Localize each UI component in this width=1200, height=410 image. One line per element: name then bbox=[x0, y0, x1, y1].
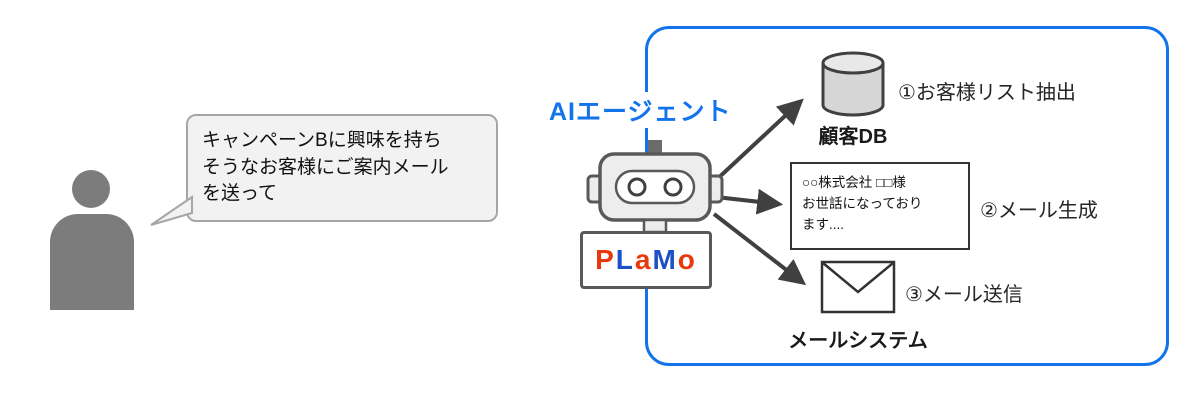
email-line-3: ます.... bbox=[802, 216, 845, 232]
user-speech-bubble: キャンペーンBに興味を持ち そうなお客様にご案内メール を送って bbox=[186, 114, 498, 222]
speech-line-1: キャンペーンBに興味を持ち bbox=[202, 130, 442, 151]
database-label: 顧客DB bbox=[818, 126, 888, 148]
mail-system-label: メールシステム bbox=[788, 330, 928, 352]
plamo-letter: P bbox=[595, 244, 616, 275]
ai-agent-label: AIエージェント bbox=[543, 92, 738, 128]
step2-annotation: ②メール生成 bbox=[980, 200, 1098, 222]
robot-icon bbox=[586, 140, 724, 233]
plamo-letter: o bbox=[677, 244, 697, 275]
database-icon bbox=[821, 51, 885, 117]
robot-eye-right bbox=[663, 177, 683, 197]
plamo-letter: L bbox=[615, 244, 635, 275]
envelope-icon bbox=[820, 260, 896, 314]
speech-bubble-tail bbox=[150, 195, 193, 226]
robot-eye-left bbox=[627, 177, 647, 197]
person-head bbox=[72, 170, 110, 208]
step3-annotation: ③メール送信 bbox=[905, 284, 1023, 306]
plamo-logo: P L a M o bbox=[580, 231, 712, 289]
speech-line-2: そうなお客様にご案内メール bbox=[202, 156, 449, 178]
speech-line-3: を送って bbox=[202, 183, 278, 205]
email-line-2: お世話になっており bbox=[802, 195, 923, 211]
plamo-letter: a bbox=[634, 244, 653, 275]
email-line-1: ○○株式会社 □□様 bbox=[802, 175, 906, 190]
person-body bbox=[50, 214, 134, 310]
step1-annotation: ①お客様リスト抽出 bbox=[898, 82, 1076, 104]
plamo-letter: M bbox=[652, 244, 678, 275]
robot-antenna bbox=[648, 140, 662, 156]
email-preview-box: ○○株式会社 □□様 お世話になっており ます.... bbox=[790, 162, 970, 250]
